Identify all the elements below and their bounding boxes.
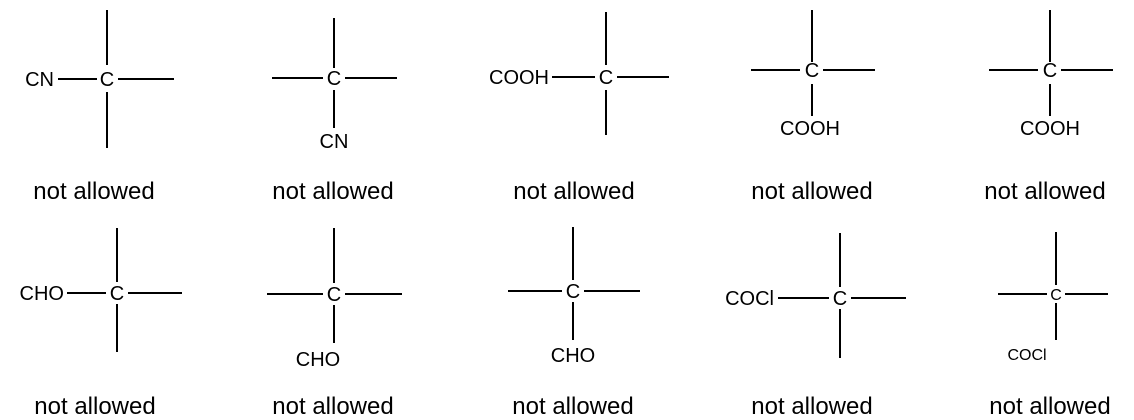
- substituent-label: CN: [320, 131, 349, 153]
- center-atom-label: C: [566, 281, 580, 303]
- caption: not allowed: [513, 178, 634, 205]
- center-atom-label: C: [327, 284, 341, 306]
- caption: not allowed: [272, 178, 393, 205]
- structure-cocl-bottom: C COCl not allowed: [989, 232, 1111, 420]
- structure-cn-bottom: C CN not allowed: [272, 18, 397, 205]
- caption: not allowed: [512, 393, 633, 420]
- substituent-label: COOH: [780, 118, 840, 140]
- center-atom-label: C: [327, 68, 341, 90]
- caption: not allowed: [33, 178, 154, 205]
- substituent-label: CHO: [551, 345, 595, 367]
- center-atom-label: C: [1043, 60, 1057, 82]
- substituent-label: CHO: [296, 349, 340, 371]
- structure-cho-bottom-2: C CHO not allowed: [508, 227, 640, 420]
- center-atom-label: C: [1050, 287, 1062, 304]
- center-atom-label: C: [805, 60, 819, 82]
- center-atom-label: C: [833, 288, 847, 310]
- substituent-label: CN: [25, 69, 54, 91]
- structure-cooh-bottom-2: C COOH not allowed: [984, 10, 1113, 205]
- caption: not allowed: [272, 393, 393, 420]
- caption: not allowed: [751, 393, 872, 420]
- structure-cn-left: C CN not allowed: [25, 10, 174, 205]
- caption: not allowed: [989, 393, 1110, 420]
- substituent-label: COCl: [725, 288, 774, 310]
- caption: not allowed: [34, 393, 155, 420]
- center-atom-label: C: [110, 283, 124, 305]
- substituent-label: COOH: [489, 67, 549, 89]
- structure-cooh-bottom: C COOH not allowed: [751, 10, 875, 205]
- center-atom-label: C: [599, 67, 613, 89]
- substituent-label: CHO: [20, 283, 64, 305]
- structure-cooh-left: C COOH not allowed: [489, 12, 669, 205]
- caption: not allowed: [984, 178, 1105, 205]
- caption: not allowed: [751, 178, 872, 205]
- center-atom-label: C: [100, 69, 114, 91]
- substituent-label: COOH: [1020, 118, 1080, 140]
- structure-cho-bottom: C CHO not allowed: [267, 228, 402, 420]
- structure-cocl-left: C COCl not allowed: [725, 233, 906, 420]
- structure-cho-left: C CHO not allowed: [20, 228, 182, 420]
- substituent-label: COCl: [1007, 347, 1046, 364]
